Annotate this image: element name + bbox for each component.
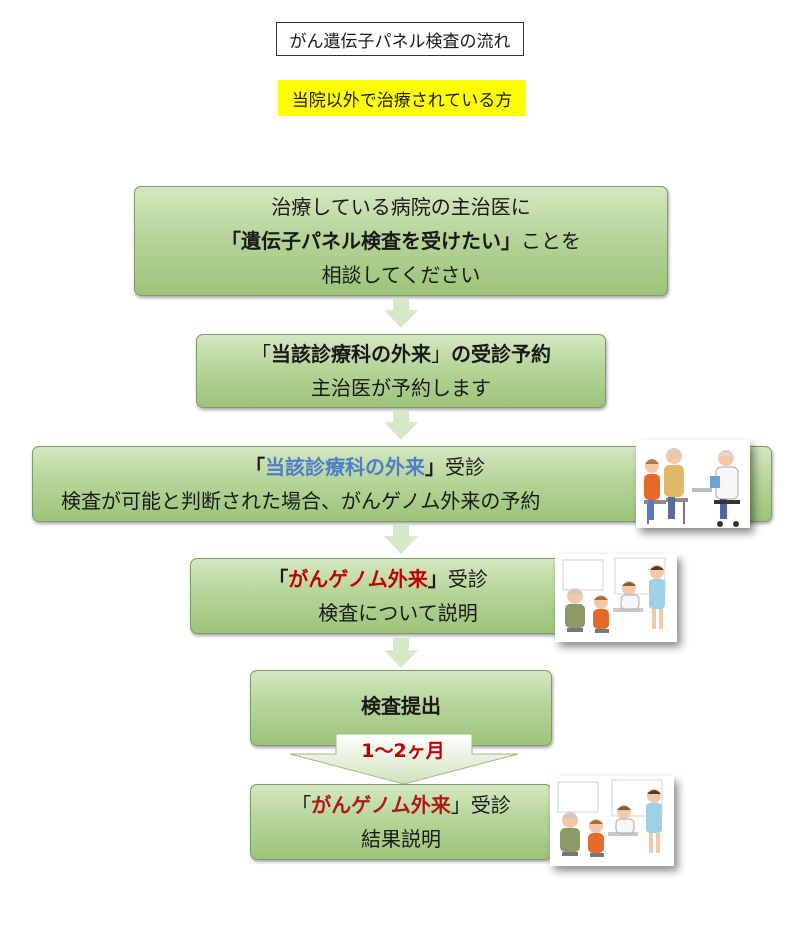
down-arrow-icon: [384, 638, 418, 668]
step-4-line-1: 「がんゲノム外来」受診: [268, 567, 488, 591]
step-4-emphasis: がんゲノム外来: [288, 567, 428, 591]
step-1-line-2: 「遺伝子パネル検査を受けたい」ことを: [221, 229, 581, 253]
page-title-text: がん遺伝子パネル検査の流れ: [289, 31, 511, 52]
step-4-line-2: 検査について説明: [318, 601, 478, 625]
page-title: がん遺伝子パネル検査の流れ: [276, 22, 524, 56]
step-5-line-1: 検査提出: [361, 694, 441, 718]
step-2-emphasis: 当該診療科の外来: [271, 342, 431, 366]
subtitle-text: 当院以外で治療されている方: [291, 90, 513, 111]
step-1-emphasis: 遺伝子パネル検査を受けたい: [241, 229, 501, 253]
step-3-emphasis: 当該診療科の外来: [265, 455, 425, 479]
step-results-explanation: 「がんゲノム外来」受診 結果説明: [250, 784, 552, 860]
step-6-line-2: 結果説明: [361, 827, 441, 851]
period-arrow-icon: [289, 733, 519, 785]
subtitle-highlight: 当院以外で治療されている方: [278, 80, 526, 116]
step-genome-outpatient-visit: 「がんゲノム外来」受診 検査について説明: [190, 558, 606, 634]
step-2-line-1: 「当該診療科の外来」の受診予約: [251, 342, 551, 366]
step-outpatient-booking: 「当該診療科の外来」の受診予約 主治医が予約します: [196, 334, 606, 408]
step-1-line-3: 相談してください: [321, 263, 481, 287]
step-consult-doctor: 治療している病院の主治医に 「遺伝子パネル検査を受けたい」ことを 相談してくださ…: [134, 186, 668, 296]
consultation-illustration: [636, 440, 750, 528]
results-illustration: [550, 776, 674, 866]
step-6-line-1: 「がんゲノム外来」受診: [291, 793, 511, 817]
step-1-line-1: 治療している病院の主治医に: [271, 195, 531, 219]
step-3-line-2: 検査が可能と判断された場合、がんゲノム外来の予約: [61, 489, 541, 513]
explanation-illustration: [555, 554, 677, 642]
down-arrow-icon: [384, 410, 418, 440]
period-label: 1〜2ヶ月: [361, 739, 445, 762]
down-arrow-icon: [384, 298, 418, 328]
step-2-line-2: 主治医が予約します: [311, 376, 491, 400]
step-6-emphasis: がんゲノム外来: [311, 793, 451, 817]
down-arrow-icon: [384, 524, 418, 554]
step-3-line-1: 「当該診療科の外来」受診: [245, 455, 485, 479]
